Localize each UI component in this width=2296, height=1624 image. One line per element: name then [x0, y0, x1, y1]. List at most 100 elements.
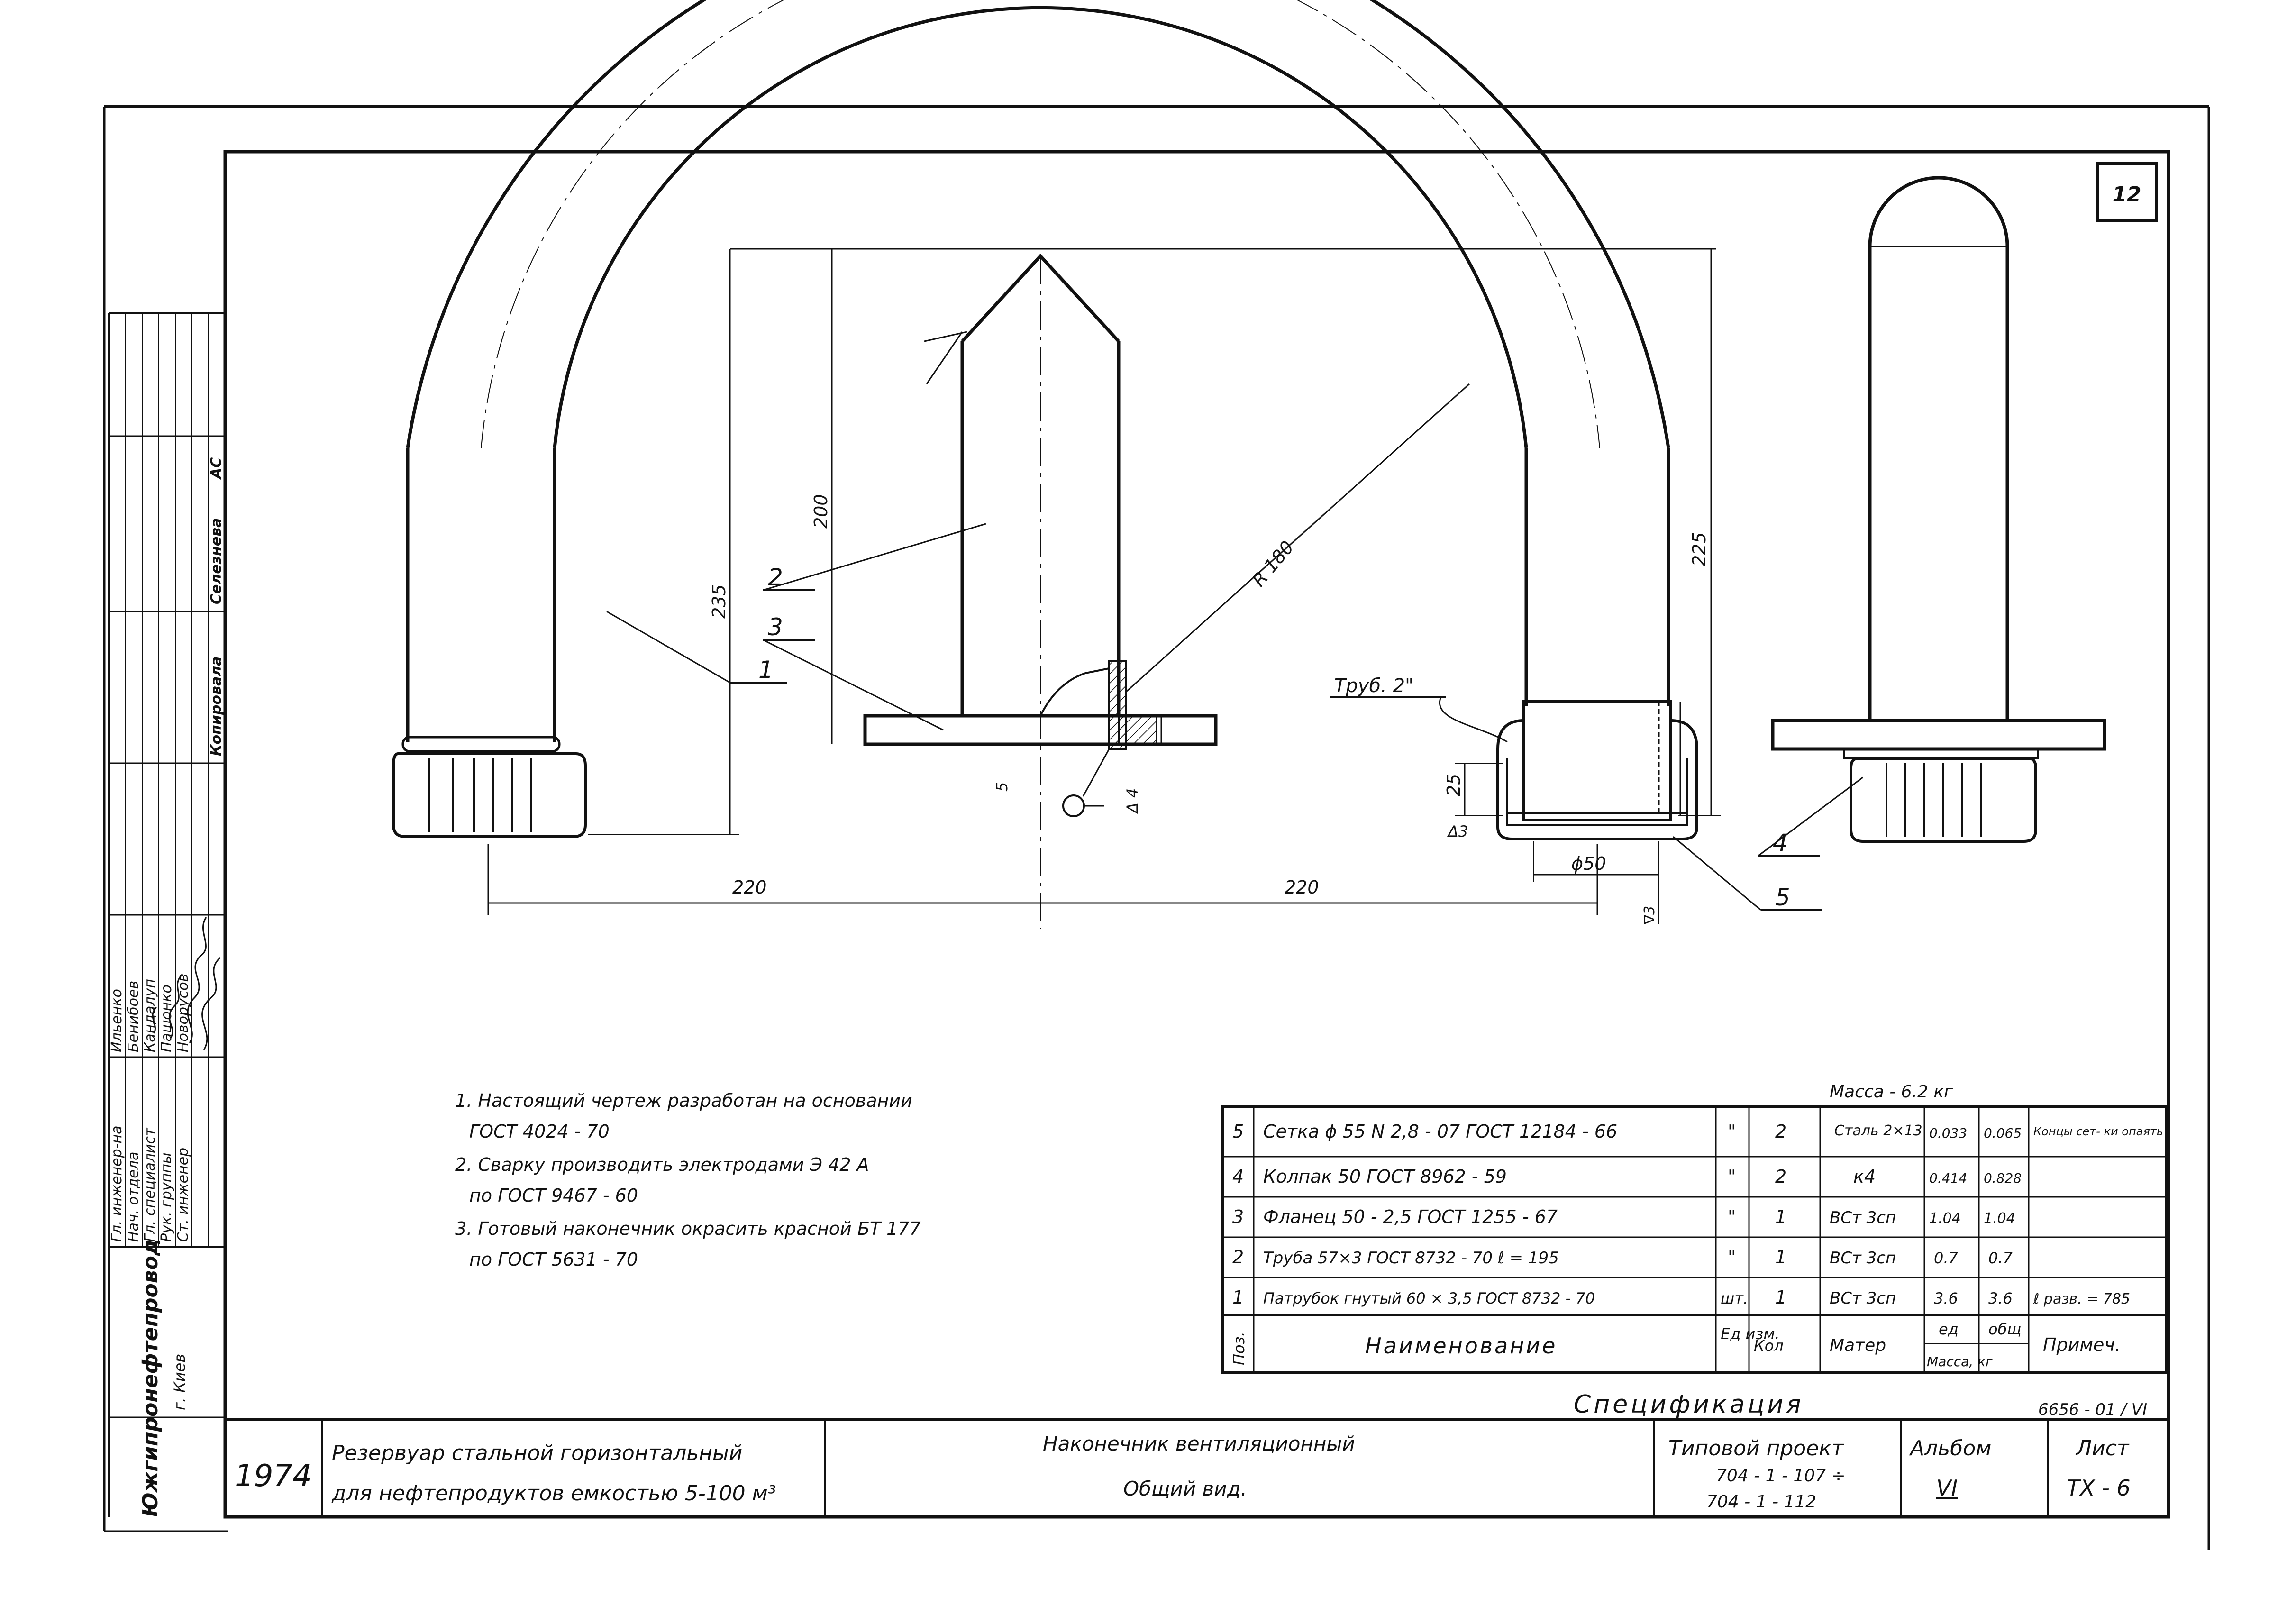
spec-mu-1: 3.6 — [1934, 1289, 1958, 1307]
spec-mat-1: ВСт 3сп — [1830, 1289, 1896, 1308]
approval-stamp — [108, 312, 225, 1517]
note-line-2: ГОСТ 4024 - 70 — [469, 1121, 610, 1142]
specification-table — [1221, 1105, 2168, 1374]
spec-mt-5: 0.065 — [1984, 1125, 2022, 1141]
spec-pos-3: 3 — [1232, 1206, 1244, 1227]
spec-name-5: Сетка ϕ 55 N 2,8 - 07 ГОСТ 12184 - 66 — [1263, 1121, 1617, 1142]
stamp-role-4: Рук. группы — [158, 1152, 175, 1242]
spec-name-2: Труба 57×3 ГОСТ 8732 - 70 ℓ = 195 — [1263, 1249, 1559, 1268]
dim-220-left: 220 — [732, 877, 767, 898]
general-notes: 1. Настоящий чертеж разработан на основа… — [455, 1090, 921, 1270]
dim-5: 5 — [993, 782, 1011, 792]
callout-5: 5 — [1775, 884, 1790, 911]
spec-note-1: ℓ разв. = 785 — [2033, 1291, 2130, 1307]
note-line-5: 3. Готовый наконечник окрасить красной Б… — [455, 1218, 921, 1239]
spec-mu-5: 0.033 — [1929, 1125, 1967, 1141]
flange — [863, 714, 1218, 746]
spec-mu-2: 0.7 — [1934, 1249, 1959, 1267]
dim-r180: R 180 — [1248, 537, 1298, 590]
object-line-2: для нефтепродуктов емкостью 5-100 м³ — [331, 1481, 776, 1505]
note-line-3: 2. Сварку производить электродами Э 42 А — [455, 1154, 869, 1175]
spec-header-note: Примеч. — [2043, 1334, 2121, 1355]
side-stamp-2: Селезнева — [208, 518, 225, 604]
album-value: VI — [1936, 1475, 1958, 1501]
side-stamp-3: АС — [208, 457, 225, 480]
main-view — [392, 0, 1698, 929]
organization-city: г. Киев — [171, 1354, 189, 1410]
stamp-role-3: Гл. специалист — [142, 1127, 158, 1242]
spec-header-name: Наименование — [1365, 1333, 1557, 1359]
side-stamp-1: Копировала — [208, 657, 225, 756]
spec-header-mass-label: Масса, кг — [1927, 1354, 1993, 1369]
spec-qty-1: 1 — [1775, 1287, 1786, 1308]
spec-header-unit: Ед изм. — [1721, 1325, 1780, 1343]
spec-mat-3: ВСт 3сп — [1830, 1208, 1896, 1227]
callout-3: 3 — [768, 613, 783, 641]
spec-qty-2: 1 — [1775, 1247, 1786, 1268]
roughness-mark: ∇3 — [1641, 906, 1658, 925]
callout-2: 2 — [768, 564, 783, 591]
spec-pos-4: 4 — [1232, 1166, 1244, 1187]
spec-pos-5: 5 — [1232, 1121, 1244, 1142]
stamp-role-1: Гл. инженер-на — [109, 1126, 125, 1242]
sheet-number: 12 — [2112, 182, 2141, 207]
dim-25: 25 — [1443, 774, 1464, 796]
spec-qty-3: 1 — [1775, 1206, 1786, 1227]
stamp-role-2: Нач. отдела — [125, 1152, 142, 1242]
dim-235: 235 — [709, 584, 729, 619]
note-line-4: по ГОСТ 9467 - 60 — [469, 1185, 638, 1206]
side-view — [1771, 176, 2106, 843]
spec-title: Спецификация — [1574, 1390, 1804, 1419]
dim-225: 225 — [1689, 532, 1710, 566]
spec-header-mass-total: общ — [1988, 1320, 2021, 1338]
spec-qty-5: 2 — [1775, 1121, 1786, 1142]
callout-leaders — [606, 331, 1863, 911]
weld-symbol-label: Δ 4 — [1123, 788, 1141, 814]
sheet-number-box — [2096, 162, 2158, 222]
spec-name-4: Колпак 50 ГОСТ 8962 - 59 — [1263, 1166, 1507, 1187]
sheet-label: Лист — [2075, 1436, 2130, 1460]
spec-unit-3: " — [1728, 1206, 1736, 1227]
object-line-1: Резервуар стальной горизонтальный — [332, 1441, 742, 1465]
stamp-name-1: Ильенко — [109, 989, 125, 1052]
pipe-note: Труб. 2" — [1334, 675, 1413, 697]
project-label: Типовой проект — [1668, 1436, 1844, 1460]
sheet-frame — [103, 105, 2210, 1550]
spec-mat-4: к4 — [1853, 1166, 1876, 1187]
sheet-value: ТХ - 6 — [2067, 1475, 2131, 1501]
stamp-name-4: Пашонко — [158, 985, 175, 1052]
spec-header-qty: Кол — [1754, 1337, 1784, 1355]
spec-qty-4: 2 — [1775, 1166, 1786, 1187]
project-code-2: 704 - 1 - 112 — [1706, 1492, 1816, 1512]
callout-4: 4 — [1773, 829, 1788, 857]
spec-mu-4: 0.414 — [1929, 1170, 1967, 1186]
spec-name-3: Фланец 50 - 2,5 ГОСТ 1255 - 67 — [1263, 1206, 1558, 1227]
spec-header-mass-unit: ед — [1939, 1320, 1959, 1338]
note-line-1: 1. Настоящий чертеж разработан на основа… — [455, 1090, 912, 1111]
spec-mat-5: Сталь 2×13 — [1834, 1122, 1922, 1139]
spec-pos-2: 2 — [1232, 1247, 1244, 1268]
spec-mt-1: 3.6 — [1988, 1289, 2013, 1307]
spec-unit-2: " — [1728, 1247, 1736, 1268]
spec-mt-4: 0.828 — [1984, 1170, 2022, 1186]
title-block — [225, 1418, 2168, 1517]
project-code-1: 704 - 1 - 107 ÷ — [1716, 1466, 1846, 1486]
note-line-6: по ГОСТ 5631 - 70 — [469, 1249, 638, 1270]
drawing-line-1: Наконечник вентиляционный — [1043, 1432, 1355, 1455]
spec-name-1: Патрубок гнутый 60 × 3,5 ГОСТ 8732 - 70 — [1263, 1289, 1595, 1307]
spec-mt-3: 1.04 — [1984, 1210, 2015, 1227]
dim-phi50: ϕ50 — [1571, 853, 1606, 874]
spec-mat-2: ВСт 3сп — [1830, 1249, 1896, 1268]
dim-220-right: 220 — [1285, 877, 1319, 898]
pipe-end-section — [1522, 700, 1672, 821]
stamp-name-2: Бенибоев — [125, 981, 142, 1052]
pipe-outer-arc — [406, 0, 1670, 448]
dim-delta3: Δ3 — [1447, 822, 1468, 840]
spec-pos-1: 1 — [1232, 1287, 1244, 1308]
spec-note-5: Концы сет- ки опаять — [2033, 1125, 2163, 1138]
organization: Южгипронефтепровод — [138, 1239, 163, 1517]
title-year: 1974 — [235, 1459, 312, 1494]
pipe-inner-arc — [553, 6, 1528, 448]
